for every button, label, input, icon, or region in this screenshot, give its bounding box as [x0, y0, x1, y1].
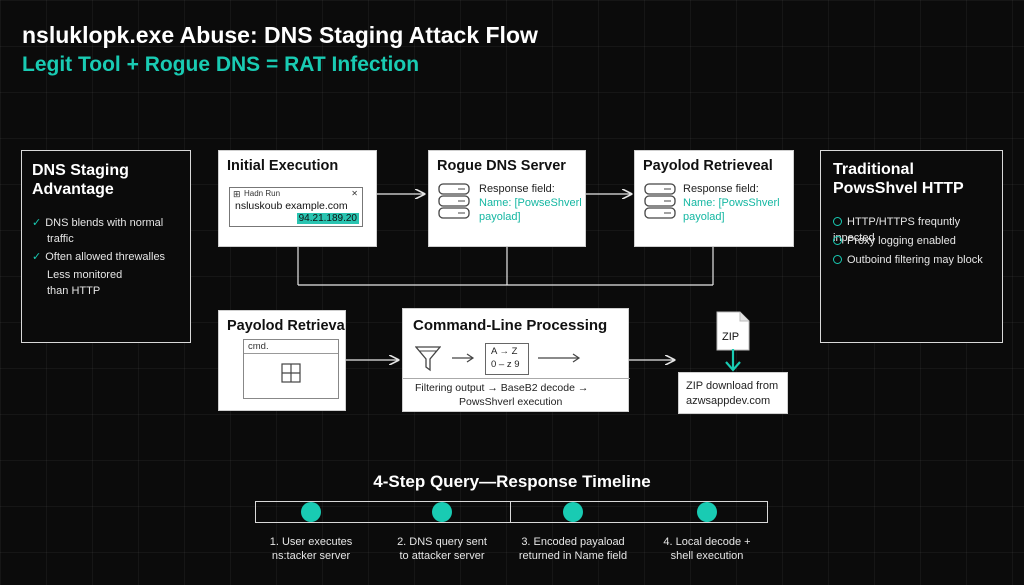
- response-payload: payolad]: [683, 211, 725, 223]
- status-ring-icon: [833, 236, 842, 245]
- timeline-step-label: 4. Local decode +shell execution: [663, 536, 751, 562]
- page-title: nsluklopk.exe Abuse: DNS Staging Attack …: [22, 22, 538, 48]
- panel-title-line1: Traditional: [833, 161, 914, 178]
- status-ring-icon: [833, 217, 842, 226]
- decode-box: A → Z 0 – z 9: [485, 343, 529, 375]
- advantage-item: ✓Often allowed threwalles: [32, 251, 166, 263]
- risk-item: Proxy logging enabled: [833, 233, 956, 249]
- download-arrow-icon: [725, 349, 741, 372]
- zip-file-label: ZIP: [722, 331, 740, 343]
- decode-line2: 0 – z 9: [491, 359, 520, 370]
- zip-line1: ZIP download from: [686, 380, 779, 392]
- windows-icon: [281, 363, 301, 383]
- ip-badge: 94.21.189.20: [296, 213, 359, 224]
- box-title: Command-Line Processing: [413, 317, 608, 334]
- cmd-label: cmd.: [248, 341, 269, 352]
- response-field-label: Response field:: [683, 183, 759, 195]
- timeline-node: [563, 502, 583, 522]
- window-icon: ⊞: [233, 189, 241, 199]
- initial-execution-box: Initial Execution ⊞ Hadn Run ✕ nsluskoub…: [218, 150, 377, 247]
- payload-retrieval-cmd-box: Payolod Retrieva cmd.: [218, 310, 346, 411]
- rogue-dns-server-box: Rogue DNS Server Response field: Name: […: [428, 150, 586, 247]
- cmd-window: cmd.: [243, 339, 339, 399]
- run-dialog: ⊞ Hadn Run ✕ nsluskoub example.com 94.21…: [229, 187, 363, 227]
- timeline-bar: [255, 501, 768, 523]
- timeline-node: [301, 502, 321, 522]
- box-title: Payolod Retrieva: [227, 318, 345, 334]
- zip-line2: azwsappdev.com: [686, 395, 771, 407]
- arrow-right-icon: [452, 353, 475, 363]
- zip-download-box: ZIP download from azwsappdev.com: [678, 372, 788, 414]
- check-icon: ✓: [32, 251, 42, 263]
- server-icon: [438, 183, 470, 219]
- status-ring-icon: [833, 255, 842, 264]
- processing-caption-line1: Filtering output → BaseB2 decode →: [415, 382, 589, 394]
- response-name-field: Name: [PowsShverl: [683, 197, 780, 209]
- funnel-icon: [415, 346, 441, 372]
- payload-retrieval-box: Payolod Retrieveal Response field: Name:…: [634, 150, 794, 247]
- risk-item: Outboind filtering may block: [833, 252, 983, 268]
- timeline-node: [697, 502, 717, 522]
- check-icon: ✓: [32, 217, 42, 229]
- dns-staging-advantage-panel: DNS Staging Advantage ✓DNS blends with n…: [21, 150, 191, 343]
- processing-caption-line2: PowsShverl execution: [459, 396, 563, 408]
- box-title: Payolod Retrieveal: [643, 158, 773, 174]
- timeline-title: 4-Step Query—Response Timeline: [373, 472, 651, 491]
- panel-title-line2: Advantage: [32, 181, 114, 198]
- risk-item: HTTP/HTTPS frequntly inpected: [833, 216, 961, 244]
- timeline-node: [432, 502, 452, 522]
- advantage-item: Less monitored than HTTP: [47, 269, 123, 297]
- advantage-item: ✓DNS blends with normal traffic: [32, 217, 164, 245]
- command-text: nsluskoub example.com: [235, 200, 348, 212]
- panel-title-line2: PowsShvel HTTP: [833, 180, 964, 197]
- zip-file-icon: [716, 311, 750, 351]
- close-icon[interactable]: ✕: [351, 189, 358, 198]
- timeline-divider: [510, 502, 511, 522]
- page-subtitle: Legit Tool + Rogue DNS = RAT Infection: [22, 53, 420, 76]
- arrow-right-icon: [538, 353, 581, 363]
- box-title: Initial Execution: [227, 158, 339, 174]
- server-icon: [644, 183, 676, 219]
- response-field-label: Response field:: [479, 183, 555, 195]
- panel-title-line1: DNS Staging: [32, 162, 129, 179]
- response-payload: payolad]: [479, 211, 521, 223]
- dialog-title: Hadn Run: [244, 189, 281, 198]
- decode-line1: A → Z: [491, 346, 518, 357]
- box-title: Rogue DNS Server: [437, 158, 566, 174]
- command-line-processing-box: Command-Line Processing A → Z 0 – z 9 Fi…: [402, 308, 630, 412]
- response-name-field: Name: [PowseShverl: [479, 197, 582, 209]
- traditional-http-panel: Traditional PowsShvel HTTP HTTP/HTTPS fr…: [820, 150, 1003, 343]
